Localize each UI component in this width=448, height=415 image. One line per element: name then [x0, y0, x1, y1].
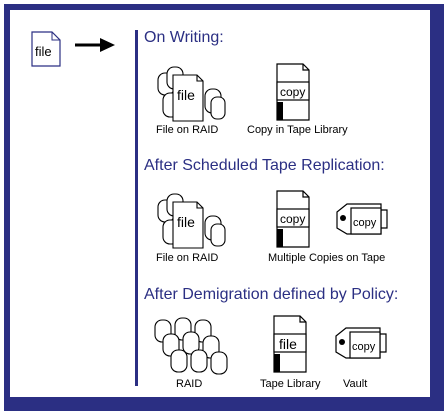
tape-library-icon-label: file [279, 336, 297, 352]
tape-library-icon: copy [276, 190, 310, 248]
section-3-caption-tape: Tape Library [260, 378, 321, 390]
vault-icon: copy [335, 327, 387, 359]
section-2-heading: After Scheduled Tape Replication: [144, 157, 385, 174]
arrow-right-icon [75, 38, 115, 52]
section-1-caption-raid: File on RAID [156, 124, 219, 136]
section-1-heading: On Writing: [144, 29, 224, 46]
diagram-panel: file On Writing: file File on RAID copy … [10, 10, 430, 397]
file-icon: file [31, 31, 61, 67]
vault-icon: copy [336, 203, 388, 235]
raid-disks-icon [154, 317, 228, 375]
section-2-caption-raid: File on RAID [156, 252, 219, 264]
file-icon-label: file [35, 44, 52, 59]
vault-icon-label: copy [352, 341, 376, 353]
section-2-caption-copies: Multiple Copies on Tape [268, 252, 386, 264]
tape-library-icon-label: copy [280, 85, 305, 99]
section-3-caption-vault: Vault [343, 378, 368, 390]
tape-library-icon: file [273, 315, 307, 373]
divider-line [135, 30, 138, 386]
section-3-heading: After Demigration defined by Policy: [144, 286, 399, 303]
raid-file-icon: file [157, 66, 226, 122]
section-3-caption-raid: RAID [176, 378, 203, 390]
tape-library-icon: copy [276, 63, 310, 121]
vault-icon-label: copy [353, 217, 377, 229]
raid-file-icon-label: file [177, 87, 195, 103]
tape-library-icon-label: copy [280, 212, 305, 226]
section-1-caption-tape: Copy in Tape Library [247, 124, 348, 136]
raid-file-icon-label: file [177, 214, 195, 230]
raid-file-icon: file [157, 193, 226, 249]
